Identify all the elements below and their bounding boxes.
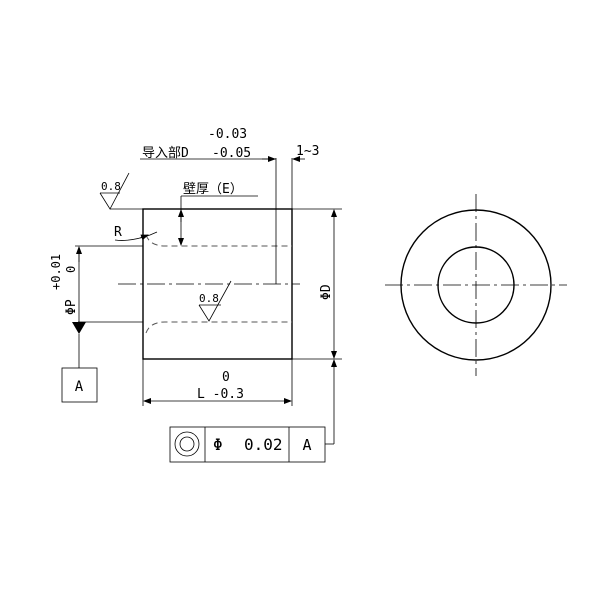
wall-thickness-label: 壁厚（E）: [183, 182, 243, 197]
length-label: L -0.3: [197, 387, 244, 402]
surface-finish-outer: 0.8: [99, 172, 143, 210]
radius-label: R: [114, 225, 122, 240]
wall-thickness-dimension: 壁厚（E）: [178, 182, 258, 246]
bore-diameter-label: ΦP: [64, 299, 79, 315]
fcf-diameter-symbol: Φ: [213, 435, 223, 454]
feature-control-frame: Φ 0.02 A: [169, 426, 326, 463]
lead-in-tol-lower: -0.05: [212, 146, 251, 161]
bore-hidden-line-top: [145, 234, 292, 247]
datum-box: A: [61, 367, 98, 403]
surface-finish-bore-value: 0.8: [199, 292, 219, 305]
length-tol-upper: 0: [222, 370, 230, 385]
bore-tol-lower: 0: [64, 266, 78, 273]
radius-leader: R: [114, 225, 158, 241]
bore-hidden-line-bottom: [145, 321, 292, 334]
fcf-datum: A: [302, 436, 311, 454]
side-view: [118, 208, 300, 360]
concentricity-icon: [174, 431, 200, 457]
outer-diameter-dimension: ΦD: [292, 208, 342, 445]
bore-diameter-dimension: ΦP +0.01 0: [49, 245, 143, 368]
end-view: [385, 194, 567, 376]
surface-finish-bore: 0.8: [198, 280, 232, 322]
length-dimension: 0 L -0.3: [142, 359, 293, 406]
lead-in-dimension: 导入部D -0.03 -0.05 1~3: [140, 127, 319, 284]
lead-in-label: 导入部D: [142, 146, 189, 161]
surface-finish-icon: [198, 280, 232, 322]
outer-diameter-label: ΦD: [319, 284, 334, 300]
datum-triangle-icon: [72, 322, 86, 334]
lead-in-tol-upper: -0.03: [208, 127, 247, 142]
datum-label: A: [75, 379, 84, 395]
fcf-tolerance: 0.02: [244, 435, 283, 454]
bore-tol-upper: +0.01: [49, 254, 63, 290]
surface-finish-outer-value: 0.8: [101, 180, 121, 193]
chamfer-range: 1~3: [296, 144, 319, 159]
